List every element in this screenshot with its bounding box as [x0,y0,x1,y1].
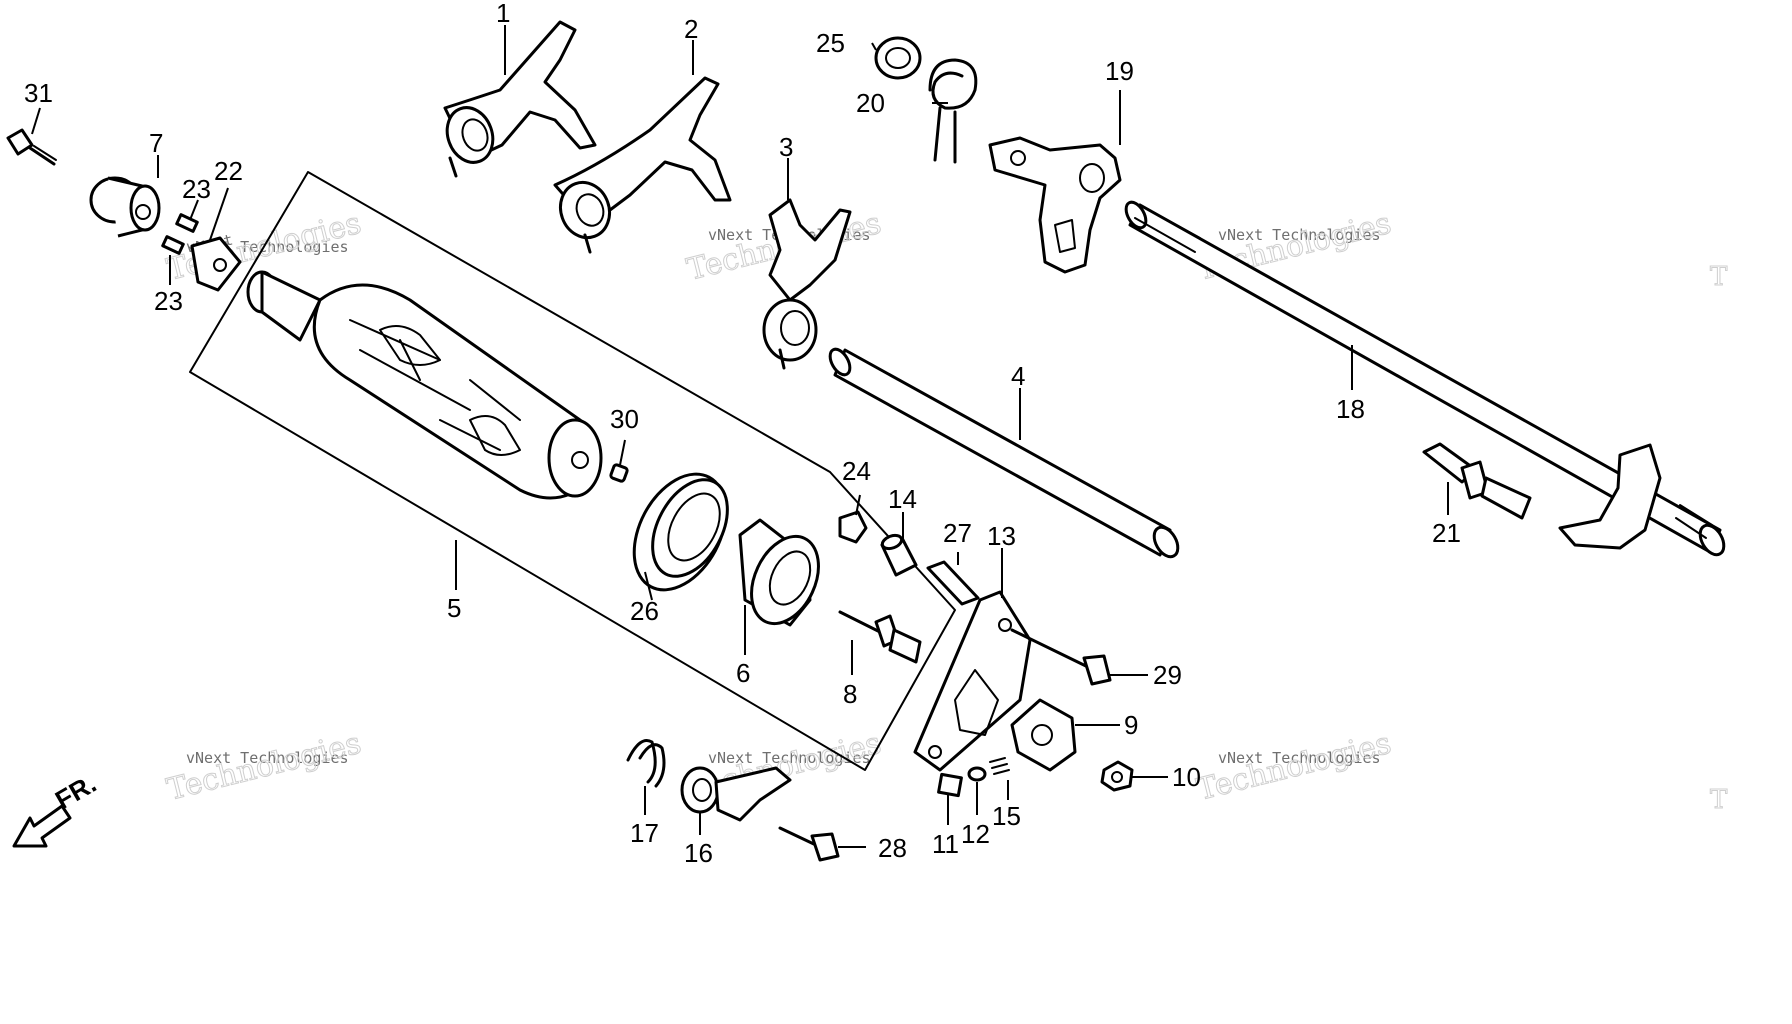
callout-26: 26 [630,596,659,626]
callout-31: 31 [24,78,53,108]
callout-23-lower: 23 [154,286,183,316]
part-11-key [937,772,963,798]
part-23-pin-upper [175,213,199,233]
part-4-fork-shaft [828,347,1180,559]
part-8-stud-bolt [838,610,922,664]
part-15-spring [989,757,1010,775]
part-7-cap [89,176,161,238]
watermark-edge: T [1710,262,1728,292]
callout-9: 9 [1124,710,1138,740]
callout-8: 8 [843,679,857,709]
part-24-nut [838,510,868,544]
callout-24: 24 [842,456,871,486]
callout-22: 22 [214,156,243,186]
watermark-bottom-right: vNext Technologies Technologies [1193,725,1395,808]
part-28-bolt [778,826,840,862]
watermark-text: vNext Technologies [186,749,349,767]
part-25-washer [874,36,922,80]
watermark-text: Technologies [1193,726,1394,808]
watermark-text: vNext Technologies [1218,226,1381,244]
part-30-pin [609,463,629,483]
part-2-shift-fork [553,76,732,254]
part-10-nut [1100,760,1134,792]
callout-17: 17 [630,818,659,848]
callout-7: 7 [149,128,163,158]
callout-19: 19 [1105,56,1134,86]
callout-labels: 1 2 3 4 5 6 7 8 9 10 11 12 13 14 15 16 1… [24,0,1461,868]
callout-20: 20 [856,88,885,118]
callout-15: 15 [992,801,1021,831]
callout-25: 25 [816,28,845,58]
part-18-gearshift-spindle [1124,200,1726,557]
part-23-pin-lower [161,235,185,255]
part-22-plate [190,236,242,292]
callout-2: 2 [684,14,698,44]
watermark-text: Technologies [163,726,364,808]
callout-6: 6 [736,658,750,688]
callout-21: 21 [1432,518,1461,548]
part-12-pin [967,766,987,782]
part-6-drum-center [738,518,820,627]
callout-23-upper: 23 [182,174,211,204]
front-arrow-icon [12,804,72,848]
callout-29: 29 [1153,660,1182,690]
callout-5: 5 [447,593,461,623]
callout-4: 4 [1011,361,1025,391]
part-27-pin [926,560,980,606]
part-14-collar [880,533,918,577]
part-3-shift-fork [762,198,852,370]
part-29-bolt [1010,628,1112,686]
watermark-bottom-left: vNext Technologies Technologies [163,725,365,808]
part-26-bearing [632,472,729,592]
watermark-text: vNext Technologies [708,749,871,767]
part-1-shift-fork [443,20,597,178]
part-31-bolt [6,128,57,166]
callout-1: 1 [496,0,510,28]
watermark-edge: T [1710,785,1728,815]
callout-16: 16 [684,838,713,868]
part-19-bracket [988,136,1122,274]
callout-3: 3 [779,132,793,162]
part-16-gearshift-arm [680,766,792,822]
part-17-spring [626,739,666,788]
callout-13: 13 [987,521,1016,551]
part-5-shift-drum [246,270,603,500]
callout-28: 28 [878,833,907,863]
leader-lines [31,25,1449,848]
watermark-text: vNext Technologies [1218,749,1381,767]
callout-11: 11 [932,829,959,859]
front-direction-indicator: FR. [12,768,101,848]
callout-14: 14 [888,484,917,514]
part-21-stud [1422,442,1532,520]
callout-10: 10 [1172,762,1201,792]
callout-12: 12 [961,819,990,849]
callout-30: 30 [610,404,639,434]
callout-27: 27 [943,518,972,548]
part-13-stopper-plate [913,590,1032,772]
callout-18: 18 [1336,394,1365,424]
part-9-stopper-arm [1010,698,1077,772]
part-20-spring [928,58,978,164]
